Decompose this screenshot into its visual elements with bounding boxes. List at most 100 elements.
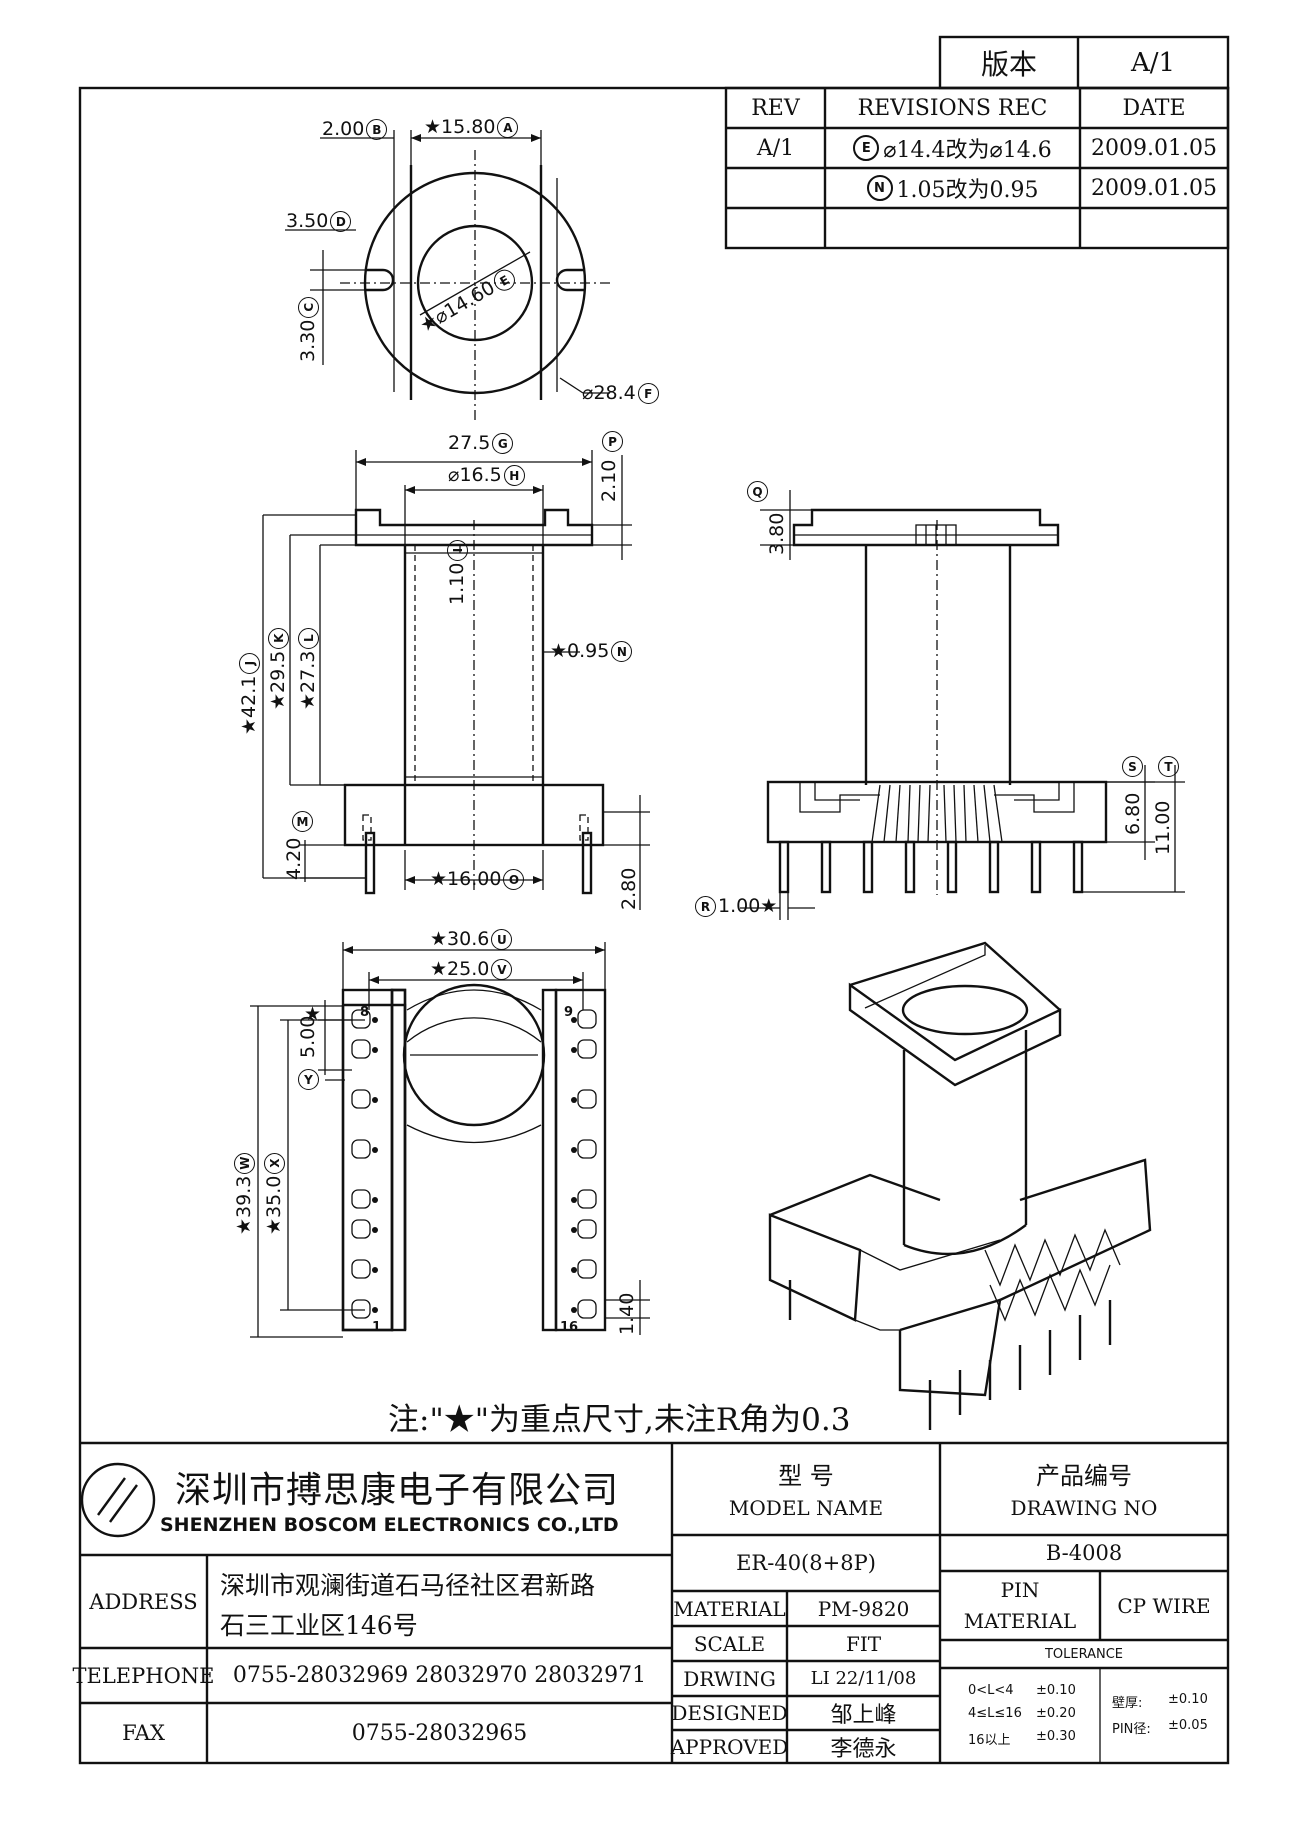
model-label-en: MODEL NAME bbox=[728, 1496, 884, 1520]
company-logo bbox=[80, 1462, 156, 1538]
dim-tag: K bbox=[268, 627, 289, 649]
top-view bbox=[285, 130, 610, 420]
dim-tag: U bbox=[491, 929, 513, 950]
model-label-cn: 型 号 bbox=[778, 1461, 834, 1490]
telephone-label: TELEPHONE bbox=[72, 1663, 215, 1688]
model-value: ER-40(8+8P) bbox=[736, 1551, 876, 1575]
revision-marker: E bbox=[853, 135, 880, 161]
revision-date: 2009.01.05 bbox=[1091, 175, 1217, 201]
dim-tag: O bbox=[503, 869, 525, 890]
pin-dia-label: PIN径: bbox=[1112, 1722, 1151, 1737]
tolerance-range: 16以上 bbox=[968, 1733, 1011, 1748]
revision-rev: A/1 bbox=[756, 135, 795, 161]
address-line-1: 深圳市观澜街道石马径社区君新路 bbox=[220, 1571, 596, 1600]
dim-tag: H bbox=[503, 465, 525, 486]
dim-tag: A bbox=[497, 117, 519, 138]
dim-tag: V bbox=[491, 959, 513, 980]
drawing-value: B-4008 bbox=[1045, 1541, 1123, 1565]
dim-y-tag: Y bbox=[296, 1068, 321, 1090]
dim-p-tag: P bbox=[600, 430, 625, 452]
dim-k: ★29.5K bbox=[267, 626, 289, 710]
wall-label: 壁厚: bbox=[1112, 1696, 1143, 1711]
tolerance-range: 4≤L≤16 bbox=[968, 1706, 1022, 1721]
dim-m: 4.20 bbox=[283, 837, 305, 880]
wall-value: ±0.10 bbox=[1168, 1692, 1208, 1707]
revision-marker: N bbox=[866, 175, 893, 201]
revision-text: ⌀14.4改为⌀14.6 bbox=[883, 138, 1052, 163]
pin-material-value: CP WIRE bbox=[1117, 1593, 1211, 1618]
dim-tag: C bbox=[298, 296, 319, 318]
dim-t-tag: T bbox=[1156, 755, 1181, 777]
dim-tag: F bbox=[637, 383, 659, 404]
drawing-label-en: DRAWING NO bbox=[1010, 1496, 1158, 1520]
dim-tag: W bbox=[234, 1152, 255, 1174]
material-value: PM-9820 bbox=[817, 1596, 910, 1621]
version-label: 版本 bbox=[980, 47, 1037, 81]
dim-w: ★39.3W bbox=[233, 1151, 255, 1235]
dim-i: 1.10I bbox=[446, 538, 468, 605]
company-name-cn: 深圳市搏思康电子有限公司 bbox=[175, 1470, 620, 1511]
scale-label: SCALE bbox=[693, 1631, 766, 1656]
address-line-2: 石三工业区146号 bbox=[220, 1611, 418, 1640]
tolerance-label: TOLERANCE bbox=[1044, 1646, 1124, 1662]
designed-value: 邹上峰 bbox=[830, 1703, 897, 1728]
fax-value: 0755-28032965 bbox=[351, 1720, 528, 1746]
drawing-frame bbox=[78, 86, 1230, 1765]
fax-label: FAX bbox=[122, 1721, 165, 1745]
revision-row: N 1.05改为0.95 bbox=[825, 168, 1080, 208]
dim-y: 5.00 bbox=[297, 1015, 319, 1058]
dim-l: ★27.3L bbox=[297, 626, 319, 710]
drawing-label-cn: 产品编号 bbox=[1036, 1461, 1132, 1490]
dim-tag: I bbox=[447, 539, 468, 561]
dim-t: 11.00 bbox=[1152, 800, 1174, 855]
pin-label-16: 16 bbox=[560, 1320, 579, 1335]
dim-p: 2.10 bbox=[598, 459, 620, 502]
front-view bbox=[262, 450, 650, 910]
scale-value: FIT bbox=[845, 1631, 882, 1656]
dim-s-tag: S bbox=[1120, 755, 1145, 777]
dim-tag: L bbox=[298, 627, 319, 649]
dim-tag: R bbox=[695, 896, 716, 917]
dim-x: ★35.0X bbox=[263, 1151, 285, 1235]
tolerance-value: ±0.10 bbox=[1036, 1683, 1076, 1698]
pin-material-label-2: MATERIAL bbox=[963, 1609, 1077, 1633]
designed-label: DESIGNED bbox=[671, 1701, 788, 1725]
revision-text: 1.05改为0.95 bbox=[896, 178, 1039, 203]
pin-dia-value: ±0.05 bbox=[1168, 1718, 1208, 1733]
company-name-en: SHENZHEN BOSCOM ELECTRONICS CO.,LTD bbox=[160, 1514, 619, 1536]
dim-base-h: 2.80 bbox=[618, 867, 640, 910]
drawing-by-label: DRWING bbox=[683, 1666, 776, 1691]
dim-tag: X bbox=[264, 1152, 285, 1174]
dim-s: 6.80 bbox=[1122, 792, 1144, 835]
dim-tag: G bbox=[492, 433, 514, 454]
dim-j: ★42.1J bbox=[238, 651, 260, 735]
approved-label: APPROVED bbox=[670, 1734, 789, 1759]
version-value: A/1 bbox=[1130, 47, 1176, 78]
revisions-rec-header: REVISIONS REC bbox=[857, 95, 1048, 121]
pin-label-8: 8 bbox=[360, 1005, 370, 1020]
pin-material-label-1: PIN bbox=[1000, 1578, 1040, 1602]
pin-label-9: 9 bbox=[564, 1005, 574, 1020]
dim-q: 3.80 bbox=[766, 512, 788, 555]
isometric-view bbox=[768, 941, 1152, 1430]
dim-tag: B bbox=[366, 119, 388, 140]
dim-tag: D bbox=[330, 211, 352, 232]
dim-tag: N bbox=[611, 641, 633, 662]
title-block-grid bbox=[80, 1441, 1228, 1763]
side-view bbox=[740, 490, 1185, 920]
dim-c: 3.30C bbox=[297, 295, 319, 362]
tolerance-value: ±0.20 bbox=[1036, 1706, 1076, 1721]
material-label: MATERIAL bbox=[673, 1596, 786, 1621]
drawing-note: 注:"★"为重点尺寸,未注R角为0.3 bbox=[388, 1402, 851, 1438]
